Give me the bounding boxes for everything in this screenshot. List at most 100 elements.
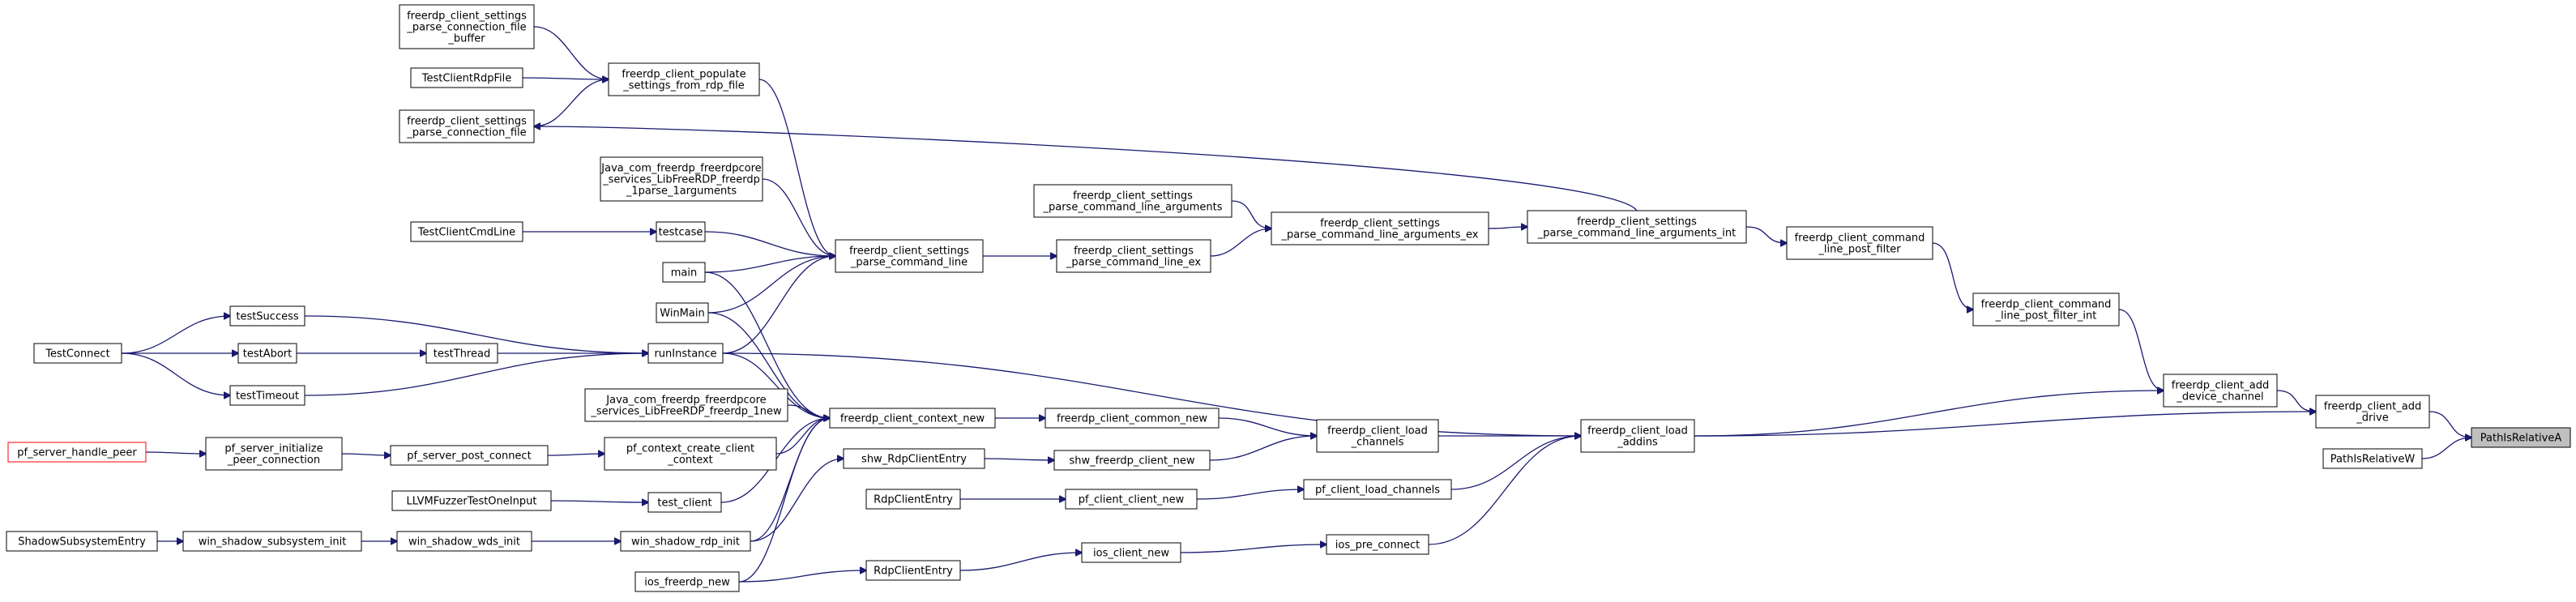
node-TestClientRdpFile[interactable]: TestClientRdpFile xyxy=(410,67,523,88)
edge-freerdp_client_populate_settings_from_rdp_file-to-freerdp_client_settings_parse_command_line xyxy=(758,79,835,256)
node-freerdp_client_settings_parse_command_line_arguments_int[interactable]: freerdp_client_settings_parse_command_li… xyxy=(1527,210,1747,244)
node-label: _parse_command_line_ex xyxy=(1066,257,1201,269)
node-shw_RdpClientEntry[interactable]: shw_RdpClientEntry xyxy=(843,448,985,469)
node-freerdp_client_load_channels[interactable]: freerdp_client_load_channels xyxy=(1316,419,1439,453)
node-TestClientCmdLine[interactable]: TestClientCmdLine xyxy=(410,221,523,242)
node-box xyxy=(2163,374,2278,408)
node-label: TestConnect xyxy=(45,348,109,361)
node-box xyxy=(229,305,305,327)
node-freerdp_client_load_addins[interactable]: freerdp_client_load_addins xyxy=(1580,419,1695,453)
node-label: testcase xyxy=(659,227,703,239)
node-label: freerdp_client_settings xyxy=(407,116,527,128)
node-testcase[interactable]: testcase xyxy=(656,221,706,242)
node-pf_server_handle_peer[interactable]: pf_server_handle_peer xyxy=(7,442,147,463)
node-freerdp_client_settings_parse_command_line_arguments[interactable]: freerdp_client_settings_parse_command_li… xyxy=(1033,184,1232,218)
edge-pf_client_client_new-to-pf_client_load_channels xyxy=(1196,489,1304,500)
edge-WinMain-to-freerdp_client_settings_parse_command_line xyxy=(707,256,835,314)
node-RdpClientEntry_pf[interactable]: RdpClientEntry xyxy=(865,489,961,510)
node-ios_client_new[interactable]: ios_client_new xyxy=(1081,542,1181,563)
node-freerdp_client_settings_parse_command_line[interactable]: freerdp_client_settings_parse_command_li… xyxy=(835,239,984,273)
node-win_shadow_rdp_init[interactable]: win_shadow_rdp_init xyxy=(620,531,751,552)
node-label: testThread xyxy=(434,348,490,361)
node-testSuccess[interactable]: testSuccess xyxy=(229,305,305,327)
node-TestConnect[interactable]: TestConnect xyxy=(33,343,122,364)
node-ios_freerdp_new[interactable]: ios_freerdp_new xyxy=(634,571,740,592)
node-win_shadow_wds_init[interactable]: win_shadow_wds_init xyxy=(396,531,532,552)
node-testAbort[interactable]: testAbort xyxy=(237,343,297,364)
edge-Java_freerdp_new-to-freerdp_client_context_new xyxy=(787,404,830,418)
node-box xyxy=(1580,419,1695,453)
node-testThread[interactable]: testThread xyxy=(425,343,498,364)
node-pf_context_create_client_context[interactable]: pf_context_create_client_context xyxy=(604,437,777,471)
node-box xyxy=(396,531,532,552)
node-label: TestClientRdpFile xyxy=(421,73,512,85)
node-freerdp_client_add_device_channel[interactable]: freerdp_client_add_device_channel xyxy=(2163,374,2278,408)
node-label: runInstance xyxy=(654,348,716,361)
edge-testSuccess-to-runInstance xyxy=(304,315,648,353)
node-box xyxy=(647,343,724,364)
edge-freerdp_client_settings_parse_connection_file_buffer-to-freerdp_client_populate_settings_from_rdp_file xyxy=(533,26,609,79)
node-label: freerdp_client_context_new xyxy=(840,413,985,425)
node-runInstance[interactable]: runInstance xyxy=(647,343,724,364)
edge-freerdp_client_settings_parse_command_line_arguments_int-to-freerdp_client_settings_parse_connection_file xyxy=(534,126,1638,211)
edge-pf_server_initialize_peer_connection-to-pf_server_post_connect xyxy=(341,454,391,455)
node-label: _context xyxy=(667,455,713,467)
node-freerdp_client_common_new[interactable]: freerdp_client_common_new xyxy=(1044,408,1220,429)
node-freerdp_client_add_drive[interactable]: freerdp_client_add_drive xyxy=(2315,395,2430,429)
node-label: _parse_command_line_arguments xyxy=(1042,202,1222,214)
node-pf_client_load_channels[interactable]: pf_client_load_channels xyxy=(1303,479,1452,500)
node-freerdp_client_context_new[interactable]: freerdp_client_context_new xyxy=(829,408,996,429)
node-pf_server_post_connect[interactable]: pf_server_post_connect xyxy=(390,445,549,466)
node-box xyxy=(1972,292,2120,327)
edge-Java_parse_arguments-to-freerdp_client_settings_parse_command_line xyxy=(762,178,835,256)
node-pf_server_initialize_peer_connection[interactable]: pf_server_initialize_peer_connection xyxy=(205,437,343,471)
node-pf_client_client_new[interactable]: pf_client_client_new xyxy=(1065,489,1198,510)
node-label: freerdp_client_common_new xyxy=(1057,413,1207,425)
node-ios_pre_connect[interactable]: ios_pre_connect xyxy=(1326,534,1429,555)
node-shw_freerdp_client_new[interactable]: shw_freerdp_client_new xyxy=(1053,450,1211,471)
edge-testTimeout-to-runInstance xyxy=(304,353,648,396)
node-box xyxy=(634,571,740,592)
node-box xyxy=(843,448,985,469)
node-main[interactable]: main xyxy=(662,262,706,283)
edge-freerdp_client_common_new-to-freerdp_client_load_channels xyxy=(1218,417,1317,436)
node-freerdp_client_settings_parse_command_line_ex[interactable]: freerdp_client_settings_parse_command_li… xyxy=(1056,239,1211,273)
node-RdpClientEntry_ios[interactable]: RdpClientEntry xyxy=(865,560,961,581)
edge-freerdp_client_settings_parse_command_line_arguments_ex-to-freerdp_client_settings_parse_command_line_arguments_int xyxy=(1488,227,1527,228)
edge-win_shadow_rdp_init-to-freerdp_client_context_new xyxy=(750,418,830,542)
node-box xyxy=(391,490,552,511)
node-freerdp_client_command_line_post_filter_int[interactable]: freerdp_client_command_line_post_filter_… xyxy=(1972,292,2120,327)
edge-shw_RdpClientEntry-to-shw_freerdp_client_new xyxy=(984,459,1054,460)
node-freerdp_client_settings_parse_connection_file_buffer[interactable]: freerdp_client_settings_parse_connection… xyxy=(399,4,535,49)
node-win_shadow_subsystem_init[interactable]: win_shadow_subsystem_init xyxy=(182,531,362,552)
node-box xyxy=(1786,226,1933,260)
edge-freerdp_client_add_device_channel-to-freerdp_client_add_drive xyxy=(2276,390,2316,412)
node-label: pf_server_post_connect xyxy=(407,450,531,463)
edge-ios_client_new-to-ios_pre_connect xyxy=(1180,544,1326,553)
node-freerdp_client_settings_parse_command_line_arguments_ex[interactable]: freerdp_client_settings_parse_command_li… xyxy=(1271,211,1489,245)
node-test_client[interactable]: test_client xyxy=(647,492,722,513)
node-label: _parse_command_line_arguments_int xyxy=(1537,228,1736,240)
node-Java_parse_arguments[interactable]: Java_com_freerdp_freerdpcore_services_Li… xyxy=(600,156,763,202)
node-testTimeout[interactable]: testTimeout xyxy=(229,385,305,406)
node-label: _parse_connection_file xyxy=(406,22,526,34)
node-box xyxy=(1044,408,1220,429)
node-PathIsRelativeA[interactable]: PathIsRelativeA xyxy=(2471,427,2571,448)
edge-runInstance-to-freerdp_client_settings_parse_command_line xyxy=(722,256,835,354)
node-box xyxy=(410,221,523,242)
edge-freerdp_client_load_addins-to-freerdp_client_add_device_channel xyxy=(1694,391,2164,437)
node-WinMain[interactable]: WinMain xyxy=(656,302,709,323)
edge-ios_freerdp_new-to-RdpClientEntry_ios xyxy=(738,570,866,583)
node-Java_freerdp_new[interactable]: Java_com_freerdp_freerdpcore_services_Li… xyxy=(584,388,788,422)
node-PathIsRelativeW[interactable]: PathIsRelativeW xyxy=(2322,448,2423,469)
node-freerdp_client_populate_settings_from_rdp_file[interactable]: freerdp_client_populate_settings_from_rd… xyxy=(608,62,760,96)
node-freerdp_client_command_line_post_filter[interactable]: freerdp_client_command_line_post_filter xyxy=(1786,226,1933,260)
node-box xyxy=(656,221,706,242)
edge-PathIsRelativeW-to-PathIsRelativeA xyxy=(2421,438,2471,459)
node-label: freerdp_client_command xyxy=(1795,233,1925,245)
node-LLVMFuzzerTestOneInput[interactable]: LLVMFuzzerTestOneInput xyxy=(391,490,552,511)
edge-freerdp_client_settings_parse_connection_file-to-freerdp_client_populate_settings_from_rdp_file xyxy=(533,79,609,127)
node-ShadowSubsystemEntry[interactable]: ShadowSubsystemEntry xyxy=(6,531,158,552)
node-freerdp_client_settings_parse_connection_file[interactable]: freerdp_client_settings_parse_connection… xyxy=(399,109,535,143)
